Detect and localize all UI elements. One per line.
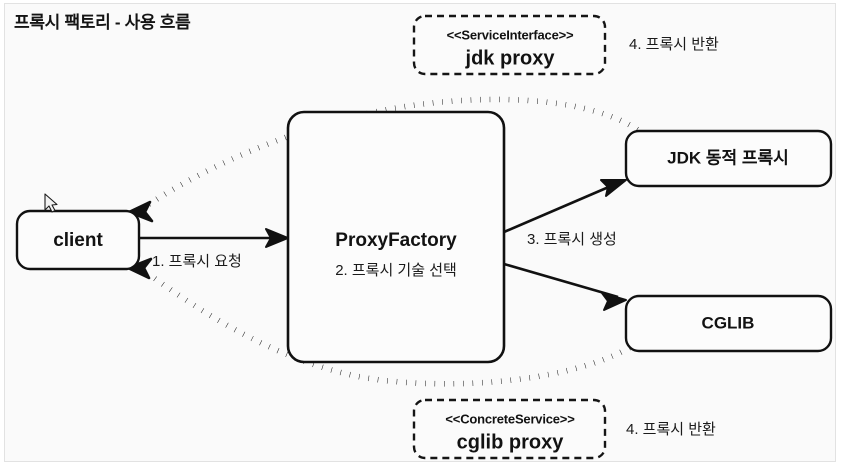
page-title: 프록시 팩토리 - 사용 흐름 — [14, 13, 191, 32]
edge-create-proxy-jdk-arrowhead — [600, 179, 627, 197]
edge-label-request-proxy: 1. 프록시 요청 — [152, 253, 242, 270]
node-jdk-dynamic-proxy-label: JDK 동적 프록시 — [667, 148, 789, 167]
edge-return-proxy-top-arrowhead — [127, 200, 154, 223]
edge-create-proxy-jdk — [503, 179, 627, 234]
note-jdk-proxy-stereotype: <<ServiceInterface>> — [447, 27, 574, 42]
node-jdk-dynamic-proxy-box[interactable] — [624, 129, 833, 188]
node-client-label: client — [53, 230, 103, 251]
edge-create-proxy-cglib-arrowhead — [601, 292, 627, 311]
note-jdk-proxy-label: jdk proxy — [465, 47, 556, 69]
edge-request-proxy — [139, 228, 289, 248]
note-cglib-proxy-label: cglib proxy — [457, 431, 565, 453]
node-client-box[interactable] — [15, 209, 141, 271]
edge-create-proxy-cglib-line — [503, 262, 619, 299]
mouse-pointer-icon — [44, 193, 58, 213]
note-cglib-proxy-box[interactable] — [412, 398, 607, 460]
edge-create-proxy-jdk-line — [503, 181, 619, 234]
node-jdk-dynamic-proxy[interactable]: JDK 동적 프록시 — [624, 129, 833, 188]
note-cglib-proxy-stereotype: <<ConcreteService>> — [445, 411, 575, 426]
note-cglib-proxy[interactable]: <<ConcreteService>> cglib proxy — [412, 398, 607, 460]
edge-return-proxy-bottom — [126, 257, 647, 387]
node-proxy-factory[interactable]: ProxyFactory 2. 프록시 기술 선택 — [286, 110, 506, 364]
edge-return-proxy-top — [127, 96, 647, 223]
note-jdk-proxy[interactable]: <<ServiceInterface>> jdk proxy — [412, 14, 607, 76]
edge-request-proxy-arrowhead — [265, 228, 289, 248]
node-cglib-label: CGLIB — [702, 313, 755, 332]
node-cglib[interactable]: CGLIB — [624, 294, 833, 353]
edge-create-proxy-cglib — [503, 262, 627, 311]
edge-label-return-proxy-bottom: 4. 프록시 반환 — [626, 421, 716, 438]
node-client[interactable]: client — [15, 209, 141, 271]
edge-return-proxy-bottom-arrowhead — [126, 257, 153, 280]
note-jdk-proxy-box[interactable] — [412, 14, 607, 76]
edge-label-create-proxy: 3. 프록시 생성 — [527, 231, 617, 248]
edge-label-return-proxy-top: 4. 프록시 반환 — [629, 36, 719, 53]
node-proxy-factory-sublabel: 2. 프록시 기술 선택 — [335, 262, 457, 279]
node-proxy-factory-label: ProxyFactory — [335, 230, 457, 251]
node-cglib-box[interactable] — [624, 294, 833, 353]
